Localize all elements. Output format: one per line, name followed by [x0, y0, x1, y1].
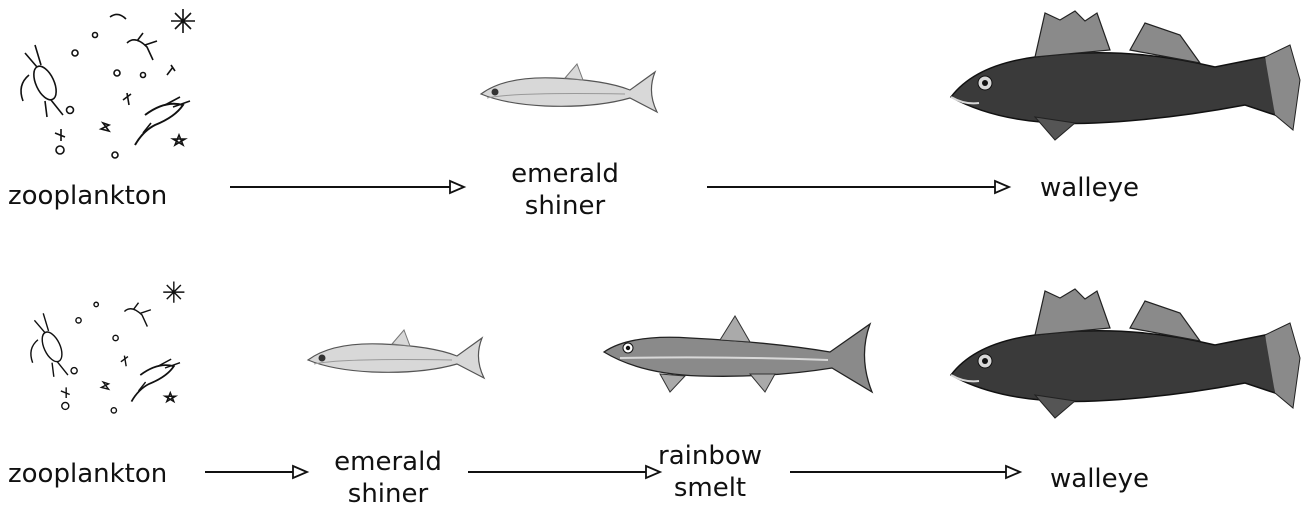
node-label-line: walleye	[1050, 463, 1149, 495]
zooplankton-illustration	[15, 278, 195, 428]
node-zooplankton: zooplankton	[8, 180, 167, 212]
arrow-rainbow-smelt-to-walleye	[788, 462, 1028, 482]
arrow-emerald-shiner-to-rainbow-smelt	[466, 462, 666, 482]
emerald-shiner-illustration	[302, 328, 492, 388]
node-zooplankton: zooplankton	[8, 458, 167, 490]
node-label-line: walleye	[1040, 172, 1139, 204]
node-walleye: walleye	[1050, 463, 1149, 495]
node-label-line: emerald	[500, 158, 630, 190]
arrow-zooplankton-to-emerald-shiner	[203, 462, 313, 482]
rainbow-smelt-illustration	[600, 312, 885, 402]
node-label-line: rainbow	[650, 440, 770, 472]
node-label-line: emerald	[323, 446, 453, 478]
node-label-line: zooplankton	[8, 180, 167, 212]
node-label-line: smelt	[650, 472, 770, 504]
walleye-illustration	[945, 5, 1303, 135]
node-label-line: zooplankton	[8, 458, 167, 490]
node-emerald-shiner: emerald shiner	[500, 158, 630, 222]
node-label-line: shiner	[323, 478, 453, 510]
node-label-line: shiner	[500, 190, 630, 222]
walleye-illustration	[945, 283, 1303, 413]
emerald-shiner-illustration	[475, 62, 665, 122]
node-emerald-shiner: emerald shiner	[323, 446, 453, 510]
node-rainbow-smelt: rainbow smelt	[650, 440, 770, 504]
arrow-emerald-shiner-to-walleye	[705, 177, 1015, 197]
node-walleye: walleye	[1040, 172, 1139, 204]
zooplankton-illustration	[15, 5, 195, 175]
arrow-zooplankton-to-emerald-shiner	[228, 177, 468, 197]
